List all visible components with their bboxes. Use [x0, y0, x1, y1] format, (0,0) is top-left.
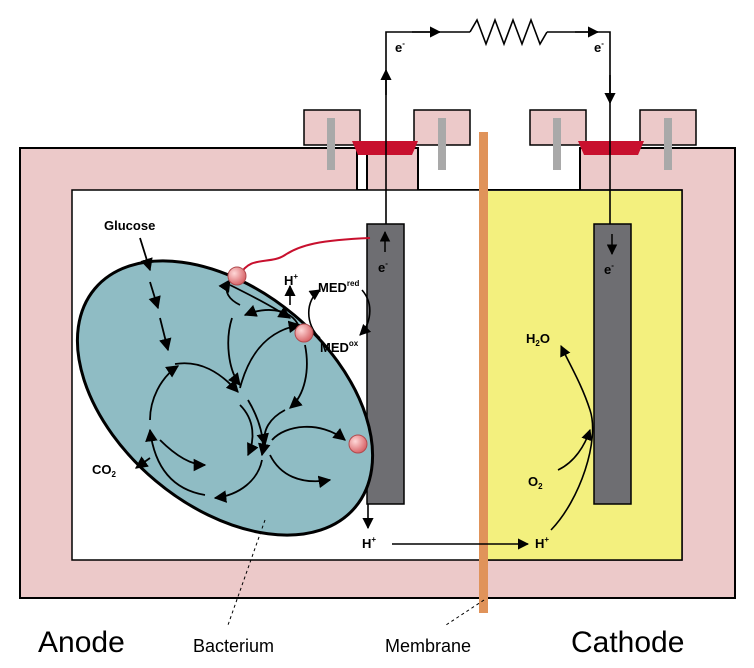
- external-circuit: [380, 17, 616, 224]
- cytochrome-ball-2: [294, 323, 314, 343]
- cytochrome-ball-3: [348, 434, 368, 454]
- clamp-left-b: [413, 109, 471, 170]
- leader-lines: [227, 519, 485, 626]
- electron-label-anode: e-: [378, 259, 388, 275]
- electron-label-2: e-: [594, 39, 604, 55]
- electron-label-1: e-: [395, 39, 405, 55]
- resistor: [469, 17, 548, 47]
- med-red-label: MEDred: [318, 279, 359, 295]
- water-label: H2O: [526, 331, 550, 348]
- proton-label-anode: H+: [362, 535, 376, 551]
- med-ox-label: MEDox: [320, 339, 359, 355]
- clamp-right-b: [639, 109, 697, 170]
- proton-label-top: H+: [284, 272, 298, 288]
- mediator-wire: [239, 237, 371, 276]
- metabolic-pathways: [134, 237, 346, 503]
- cytochrome-ball-1: [227, 266, 247, 286]
- seal-right: [578, 141, 644, 155]
- glucose-label: Glucose: [104, 218, 155, 233]
- membrane-label: Membrane: [385, 636, 471, 656]
- wire-cathode: [547, 31, 611, 224]
- bacterium-label: Bacterium: [193, 636, 274, 656]
- wire-anode: [385, 31, 470, 224]
- cathode-fluid: [483, 191, 682, 560]
- electron-label-cathode: e-: [604, 261, 614, 277]
- oxygen-label: O2: [528, 474, 543, 491]
- med-cycle: [284, 284, 372, 339]
- co2-label: CO2: [92, 462, 117, 479]
- cathode-electrode: [593, 223, 632, 505]
- proton-label-cathode: H+: [535, 535, 549, 551]
- cathode-label: Cathode: [571, 626, 684, 659]
- seal-left: [352, 141, 418, 155]
- cathode-reaction: [550, 344, 594, 531]
- membrane: [479, 132, 488, 613]
- clamp-right-a: [529, 109, 587, 170]
- clamp-left-a: [303, 109, 361, 170]
- proton-path: [362, 504, 530, 550]
- anode-label: Anode: [38, 626, 125, 659]
